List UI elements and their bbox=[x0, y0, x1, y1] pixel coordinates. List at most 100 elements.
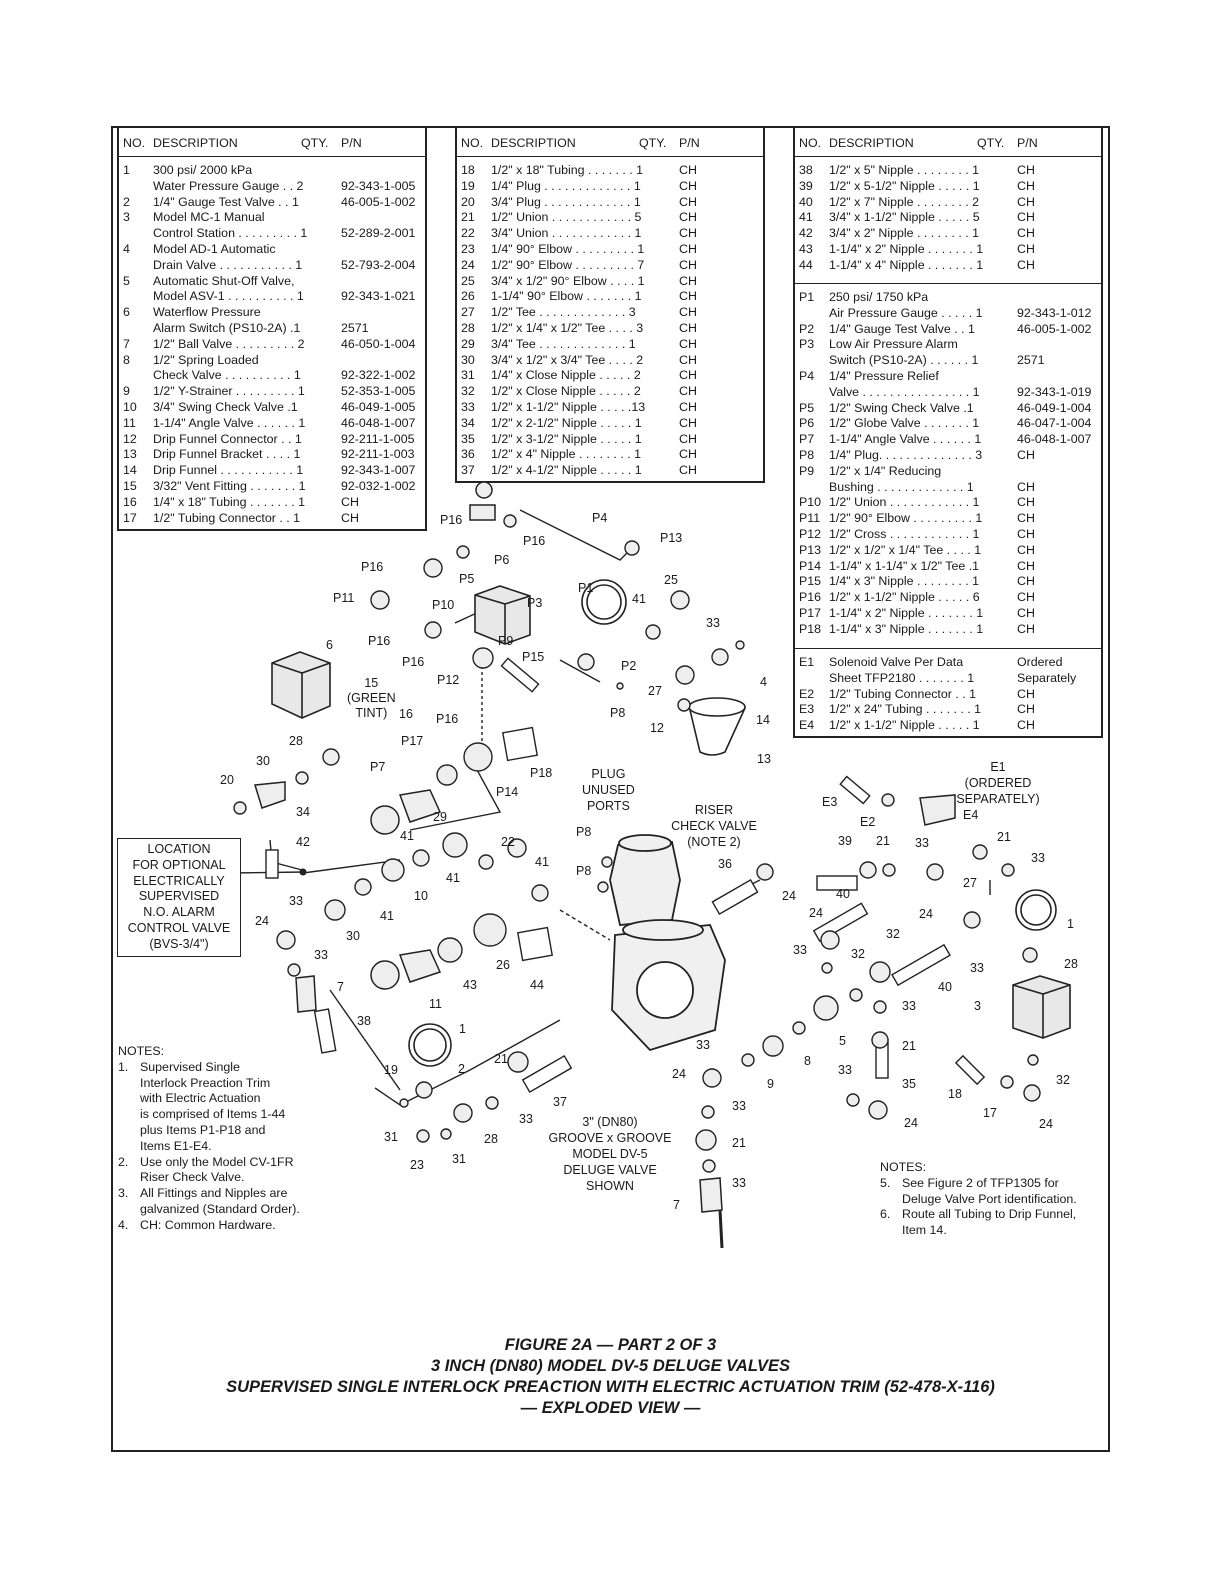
note-line: with Electric Actuation bbox=[140, 1091, 261, 1106]
part-number: 41 bbox=[799, 210, 813, 225]
part-number: P4 bbox=[799, 368, 815, 383]
part-pn: CH bbox=[1017, 226, 1035, 241]
optional-alarm-valve-location-box: LOCATION FOR OPTIONAL ELECTRICALLY SUPER… bbox=[117, 838, 241, 957]
part-number: 35 bbox=[461, 431, 475, 446]
ball-valve-7b-icon bbox=[295, 975, 317, 1013]
part-pn: CH bbox=[1017, 178, 1035, 193]
callout-label: P2 bbox=[621, 659, 637, 673]
part-description: 1/2" x 1-1/2" Nipple . . . . . 1 bbox=[829, 718, 980, 733]
callout-label: P7 bbox=[370, 760, 386, 774]
callout-label: 24 bbox=[782, 889, 796, 903]
part-pn: CH bbox=[1017, 558, 1035, 573]
callout-label: P8 bbox=[576, 825, 592, 839]
part-pn: CH bbox=[679, 273, 697, 288]
part-pn: 92-322-1-002 bbox=[341, 368, 416, 383]
part-number: 24 bbox=[461, 257, 475, 272]
part-pn: 92-211-1-003 bbox=[341, 447, 415, 462]
handwheel-11-icon bbox=[370, 960, 400, 990]
handwheel-p7-icon bbox=[370, 805, 400, 835]
part-number: 40 bbox=[799, 194, 813, 209]
callout-label: 33 bbox=[696, 1038, 710, 1052]
part-description: Solenoid Valve Per Data bbox=[829, 655, 964, 669]
callout-label: 21 bbox=[732, 1136, 746, 1150]
part-description: 250 psi/ 1750 kPa bbox=[829, 290, 929, 304]
part-pn: CH bbox=[1017, 686, 1035, 701]
callout-label: 32 bbox=[1056, 1073, 1070, 1087]
part-pn: 46-049-1-004 bbox=[1017, 400, 1092, 415]
table-header: NO. DESCRIPTION QTY. P/N bbox=[795, 128, 1101, 157]
callout-label: P13 bbox=[660, 531, 683, 545]
callout-label: 44 bbox=[530, 978, 544, 992]
part-pn: CH bbox=[1017, 257, 1035, 272]
callout-label: P16 bbox=[436, 712, 459, 726]
part-number: 6 bbox=[123, 305, 130, 320]
callout-label: 14 bbox=[756, 713, 770, 727]
callout-label: 37 bbox=[553, 1095, 567, 1109]
note-line: Use only the Model CV-1FR bbox=[140, 1154, 294, 1169]
callout-label: 36 bbox=[718, 857, 732, 871]
part-pn: 92-343-1-012 bbox=[1017, 305, 1092, 320]
part-pn: CH bbox=[1017, 194, 1035, 209]
pressure-switch-p3-icon bbox=[474, 585, 531, 645]
part-pn: CH bbox=[679, 289, 697, 304]
e1-ordered-label: E1 (ORDERED SEPARATELY) bbox=[950, 759, 1046, 807]
part-description: 3/4" x 1/2" x 3/4" Tee . . . . 2 bbox=[491, 352, 644, 367]
note-number: 3. bbox=[118, 1186, 129, 1201]
header-pn: P/N bbox=[679, 136, 700, 150]
callout-label: 8 bbox=[804, 1054, 811, 1068]
callout-label: 33 bbox=[732, 1176, 746, 1190]
callout-label: 23 bbox=[410, 1158, 424, 1172]
part-number: 31 bbox=[461, 368, 475, 383]
part-number: 22 bbox=[461, 226, 475, 241]
part-description: 1/2" Tubing Connector . . 1 bbox=[829, 686, 976, 701]
part-description: Drip Funnel Connector . . 1 bbox=[153, 431, 302, 446]
header-no: NO. bbox=[123, 136, 146, 150]
callout-label: 20 bbox=[220, 773, 234, 787]
part-description: 1/4" Plug . . . . . . . . . . . . . 1 bbox=[491, 178, 641, 193]
part-description: Model AD-1 Automatic bbox=[153, 241, 276, 256]
part-number: 1 bbox=[123, 163, 130, 177]
label-line: CONTROL VALVE bbox=[127, 920, 231, 935]
part-pn: CH bbox=[1017, 605, 1035, 620]
part-description: 1/2" Globe Valve . . . . . . . 1 bbox=[829, 416, 980, 431]
part-pn: CH bbox=[679, 415, 697, 430]
callout-label: 33 bbox=[732, 1099, 746, 1113]
part-description: 1/2" x 1-1/2" Nipple . . . . . 6 bbox=[829, 590, 980, 605]
part-pn: 52-353-1-005 bbox=[341, 384, 416, 399]
part-pn: CH bbox=[679, 163, 697, 177]
part-number: P9 bbox=[799, 463, 815, 478]
label-line: PORTS bbox=[586, 799, 630, 813]
callout-label: 41 bbox=[446, 871, 460, 885]
part-pn: 2571 bbox=[341, 320, 369, 335]
label-line: (NOTE 2) bbox=[687, 835, 741, 849]
note-line: galvanized (Standard Order). bbox=[140, 1201, 300, 1216]
callout-label: 33 bbox=[289, 894, 303, 908]
part-description: 1/2" x 24" Tubing . . . . . . . 1 bbox=[829, 702, 982, 717]
part-pn: CH bbox=[1017, 511, 1035, 526]
part-description: 1-1/4" x 2" Nipple . . . . . . . 1 bbox=[829, 605, 984, 620]
label-line: LOCATION bbox=[147, 842, 211, 856]
